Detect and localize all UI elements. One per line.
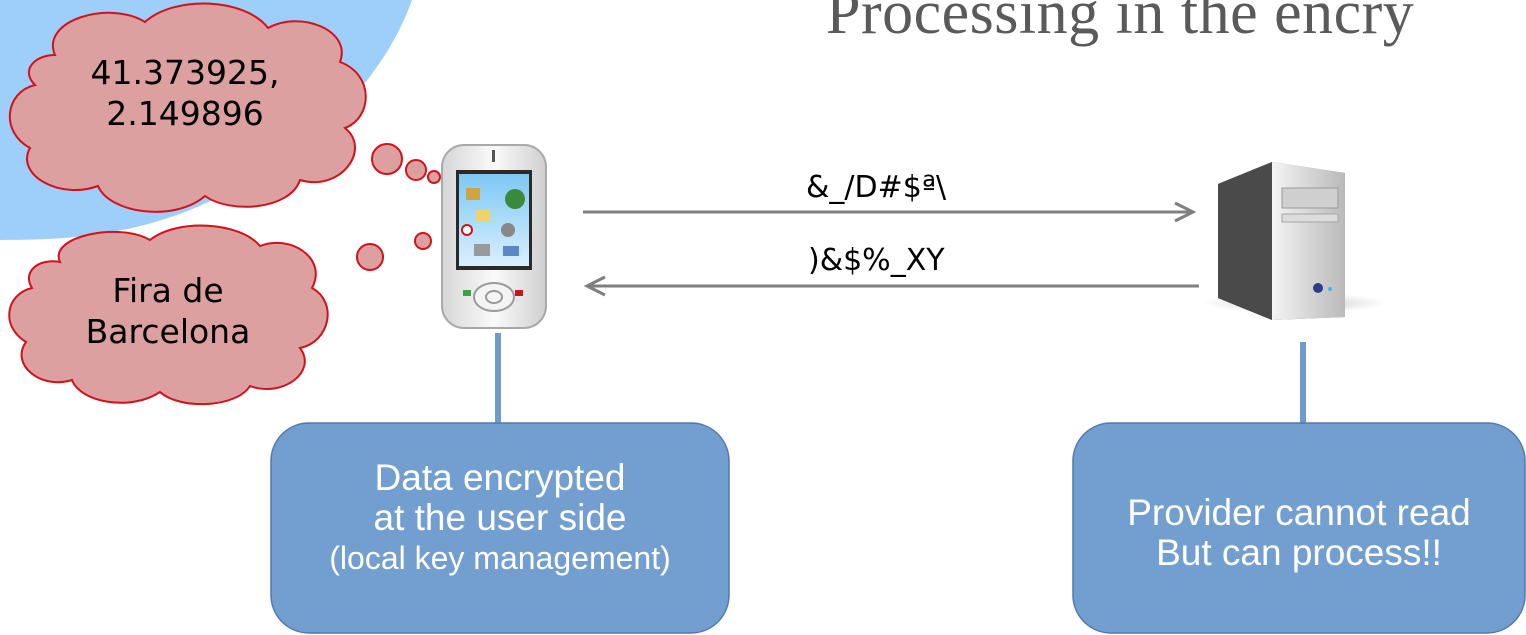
provider-box-text: Provider cannot read But can process!! xyxy=(1073,493,1525,573)
cloud-text-place: Fira de Barcelona xyxy=(48,270,288,352)
provider-box xyxy=(1072,422,1526,634)
label-to-server: &_/D#$ª\ xyxy=(806,170,947,205)
client-line-3: (local key management) xyxy=(329,540,671,576)
thought-cloud-coordinates xyxy=(8,2,367,213)
arrow-to-server xyxy=(583,201,1197,223)
place-line-2: Barcelona xyxy=(85,312,251,351)
client-box xyxy=(270,422,730,634)
thought-bubble-medium-2 xyxy=(414,232,432,250)
thought-cloud-place xyxy=(8,224,329,406)
label-to-device: )&$%_XY xyxy=(808,243,945,278)
connector-provider xyxy=(1300,342,1306,425)
thought-bubble-small xyxy=(427,170,441,184)
client-line-1: Data encrypted xyxy=(374,457,626,498)
provider-line-2: But can process!! xyxy=(1156,532,1442,573)
connector-client xyxy=(495,333,501,425)
smartphone-icon xyxy=(441,144,547,329)
client-line-2: at the user side xyxy=(373,497,627,538)
slide-title: Processing in the encry xyxy=(826,0,1415,47)
cloud-text-coordinates: 41.373925, 2.149896 xyxy=(70,52,300,134)
place-line-1: Fira de xyxy=(112,271,224,310)
arrow-to-device xyxy=(583,275,1199,297)
server-tower-icon xyxy=(1203,162,1387,320)
client-box-text: Data encrypted at the user side (local k… xyxy=(271,458,729,578)
thought-bubble-large-2 xyxy=(356,243,384,271)
coordinates-line-2: 2.149896 xyxy=(106,94,264,133)
provider-line-1: Provider cannot read xyxy=(1127,492,1471,533)
coordinates-line-1: 41.373925, xyxy=(90,53,280,92)
thought-bubble-large xyxy=(371,143,403,175)
thought-bubble-medium xyxy=(405,159,427,181)
